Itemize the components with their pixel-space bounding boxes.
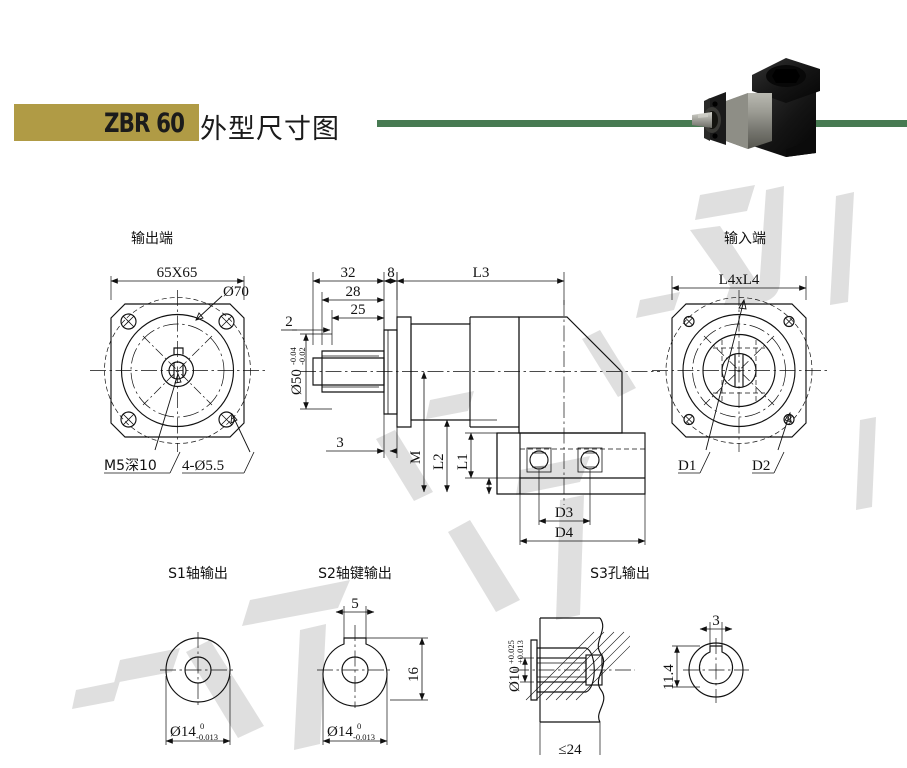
s3-tol-lower: +0.013: [515, 640, 525, 664]
view-side-section: 32 8 28 25 2 3: [281, 265, 660, 545]
s3-title: S3孔输出: [590, 566, 650, 582]
side-shaft-tol-upper: -0.04: [288, 347, 298, 365]
side-dim-8: 8: [387, 265, 395, 281]
product-photo: [692, 58, 820, 157]
detail-s2-keyed-shaft: S2轴键输出 5 16 Ø14 0 -0.013: [317, 566, 428, 745]
input-square-dim: L4xL4: [719, 272, 760, 288]
s2-tol-upper: 0: [357, 721, 361, 731]
s3-dia: Ø10: [507, 666, 523, 692]
s3-depth: ≤24: [558, 742, 582, 758]
side-shaft-tol-lower: -0.02: [297, 347, 307, 365]
header-gold-bar: [14, 104, 199, 141]
output-pilot-dim: Ø70: [223, 284, 249, 300]
side-dim-M: M: [408, 451, 424, 464]
detail-s3-bore: S3孔输出 Ø10 +0.025: [506, 566, 650, 758]
side-dim-3: 3: [336, 435, 344, 451]
output-thread-dim: M5深10: [104, 458, 157, 474]
side-dim-D3: D3: [555, 505, 573, 521]
s2-dia: Ø14: [327, 724, 353, 740]
side-dim-32: 32: [341, 265, 356, 281]
output-bolt-holes: [120, 313, 235, 428]
side-shaft-dia: Ø50: [289, 369, 305, 395]
detail-bore-keyway: 3 11.4: [661, 613, 749, 703]
page-header: ZBR 60 外型尺寸图: [0, 99, 907, 147]
s1-tol-upper: 0: [200, 721, 204, 731]
s1-tol-lower: -0.013: [196, 732, 218, 742]
s2-key-width: 5: [351, 596, 359, 612]
s1-dia: Ø14: [170, 724, 196, 740]
s3-tol-upper: +0.025: [506, 640, 516, 664]
view-output-end: 输出端 65X65: [90, 231, 265, 474]
input-bolt-holes: [683, 315, 795, 426]
input-dim-D2: D2: [752, 458, 770, 474]
output-holes-dim: 4-Ø5.5: [182, 458, 224, 474]
side-foot-holes: [526, 447, 603, 473]
header-green-rule: [377, 120, 907, 127]
side-dim-25: 25: [351, 302, 366, 318]
s2-key-height: 16: [406, 667, 422, 683]
s2-tol-lower: -0.013: [353, 732, 375, 742]
bore-key-width: 3: [712, 613, 720, 629]
detail-s1-shaft: S1轴输出 Ø14 0 -0.013: [160, 566, 236, 745]
header-model-label: ZBR 60: [104, 108, 185, 139]
input-end-title: 输入端: [724, 231, 766, 247]
side-dim-L2: L2: [431, 453, 447, 470]
side-dim-D4: D4: [555, 525, 574, 541]
side-dim-28: 28: [346, 284, 361, 300]
side-dim-L1: L1: [455, 453, 471, 470]
s2-title: S2轴键输出: [318, 566, 392, 582]
page-title: 外型尺寸图: [200, 114, 340, 145]
output-end-title: 输出端: [131, 231, 173, 247]
side-dim-2: 2: [285, 314, 293, 330]
s1-title: S1轴输出: [168, 566, 228, 582]
input-dim-D1: D1: [678, 458, 696, 474]
view-input-end: 输入端 L4xL4: [652, 231, 827, 474]
output-square-dim: 65X65: [157, 265, 198, 281]
side-dim-L3: L3: [473, 265, 490, 281]
bore-key-height: 11.4: [661, 664, 677, 690]
